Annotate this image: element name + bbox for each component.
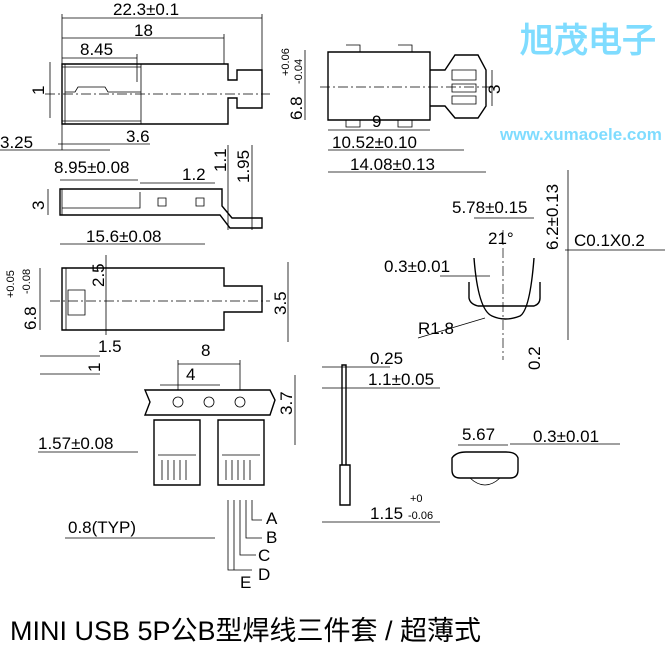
clip-view: 5.78±0.15 6.2±0.13 21° C0.1X0.2 0.3±0.01… [384,170,665,370]
tol-plus-pin: +0 [410,493,423,505]
dim-2-5: 2.5 [89,263,108,287]
tol-minus-bottom: -0.08 [21,269,33,294]
tol-plus: +0.06 [280,48,292,76]
tol-minus-pin: -0.06 [408,510,433,522]
dim-0-3-clip: 0.3±0.01 [384,257,450,276]
dim-3-5: 3.5 [271,291,290,315]
dim-1: 1 [29,86,48,95]
pin-d: D [258,565,270,584]
dim-1-15: 1.15 [370,504,403,523]
pin-side-view: 0.25 1.1±0.05 1.15 +0 -0.06 [322,349,440,523]
watermark-cn: 旭茂电子 [520,22,656,60]
pin-a: A [266,509,278,528]
dim-0-2: 0.2 [525,346,544,370]
dim-18: 18 [134,21,153,40]
dim-3-6: 3.6 [126,127,150,146]
dim-3-25: 3.25 [0,133,33,152]
angle-21: 21° [488,229,514,248]
dim-3-7: 3.7 [277,391,296,415]
contact-strip-view: 8 4 3.7 1.57±0.08 0.8(TYP) A B C D E [38,341,296,592]
dim-overall: 22.3±0.1 [113,0,179,19]
bottom-view: 6.8 +0.05 -0.08 2.5 3.5 1.5 1 [5,255,290,375]
top-view: 22.3±0.1 18 8.45 1 3.25 3.6 [0,0,270,152]
tol-plus-bottom: +0.05 [5,270,17,298]
watermark-url: www.xumaoele.com [499,125,662,144]
end-view: 6.8 +0.06 -0.04 3 9 10.52±0.10 14.08±0.1… [280,44,504,174]
dim-6-8: 6.8 [287,96,306,120]
dim-5-78: 5.78±0.15 [452,198,528,217]
dim-9: 9 [372,112,381,131]
radius-1-8: R1.8 [418,319,454,338]
dim-1-57: 1.57±0.08 [38,434,114,453]
pin-e: E [240,573,251,592]
dim-6-2: 6.2±0.13 [543,184,562,250]
dim-1-95: 1.95 [234,150,253,183]
dim-1-2: 1.2 [182,165,206,184]
shell-end-view: 5.67 0.3±0.01 [451,425,620,486]
dim-1-bottom: 1 [85,363,104,372]
dim-0-3-shell: 0.3±0.01 [533,427,599,446]
page-title: MINI USB 5P公B型焊线三件套 / 超薄式 [10,616,481,646]
dim-14-08: 14.08±0.13 [350,155,435,174]
dim-8-95: 8.95±0.08 [54,158,130,177]
dim-15-6: 15.6±0.08 [86,227,162,246]
dim-1-1: 1.1±0.05 [368,370,434,389]
pin-b: B [266,528,277,547]
dim-0-25: 0.25 [370,349,403,368]
dim-1-1: 1.1 [211,148,230,172]
dim-w3: 3 [485,85,504,94]
dim-4: 4 [186,365,195,384]
dim-3: 3 [29,201,48,210]
dim-8: 8 [201,341,210,360]
dim-5-67: 5.67 [462,425,495,444]
pin-c: C [258,546,270,565]
side-view: 8.95±0.08 1.2 1.1 1.95 3 15.6±0.08 [29,145,263,246]
chamfer: C0.1X0.2 [574,231,645,250]
dim-8-45: 8.45 [80,40,113,59]
dim-1-5: 1.5 [98,337,122,356]
dim-6-8-bottom: 6.8 [21,306,40,330]
dim-10-52: 10.52±0.10 [332,133,417,152]
pitch: 0.8(TYP) [68,518,136,537]
tol-minus: -0.04 [293,59,305,84]
